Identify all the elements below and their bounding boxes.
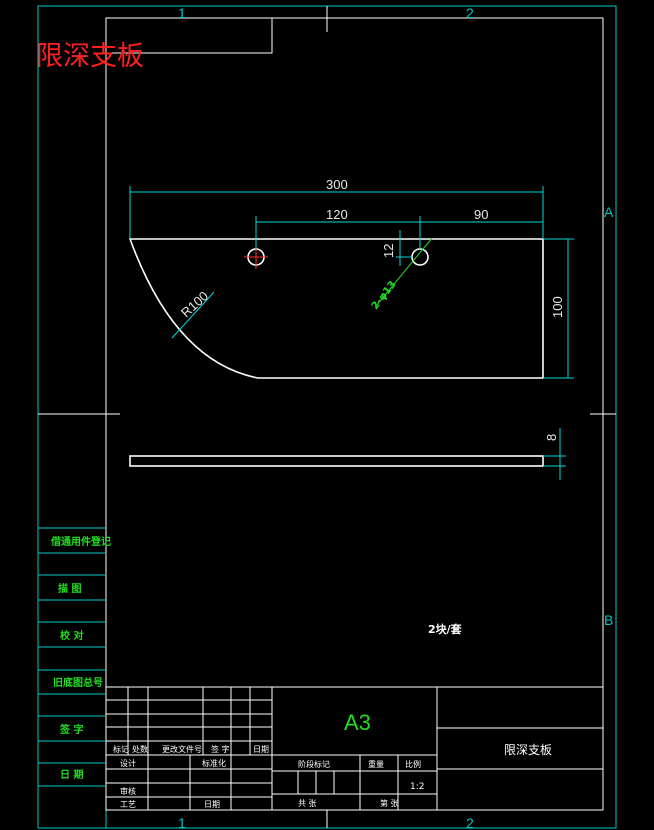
rev-header-mark: 标记 bbox=[113, 744, 129, 754]
hole-callout: 2-φ13 bbox=[370, 279, 399, 312]
tb-sheet: 第 张 bbox=[380, 798, 399, 808]
rev-header-date: 日期 bbox=[253, 745, 269, 754]
side-label-sign: 签 字 bbox=[59, 723, 83, 736]
title-block bbox=[106, 686, 603, 810]
rev-header-file: 更改文件号 bbox=[162, 744, 202, 754]
dim-text-120: 120 bbox=[326, 207, 348, 222]
radius-leader bbox=[171, 291, 215, 339]
zone-column-1: 1 bbox=[178, 5, 186, 21]
tb-stage-mark: 阶段标记 bbox=[298, 759, 330, 769]
tb-standard: 标准化 bbox=[202, 758, 226, 768]
quantity-note: 2块/套 bbox=[428, 622, 463, 636]
outer-frame bbox=[37, 5, 617, 829]
tb-total: 共 张 bbox=[298, 799, 317, 808]
drawing-title: 限深支板 bbox=[36, 41, 144, 72]
hole-right bbox=[411, 248, 429, 266]
zone-column-2-bottom: 2 bbox=[466, 815, 474, 830]
plate-side-view bbox=[129, 455, 544, 467]
side-label-date: 日 期 bbox=[60, 768, 83, 781]
sheet-size: A3 bbox=[344, 710, 371, 735]
zone-column-2: 2 bbox=[466, 5, 474, 21]
tb-approve: 日期 bbox=[204, 800, 220, 809]
side-label-check: 校 对 bbox=[60, 629, 83, 642]
plate-outline bbox=[128, 238, 544, 379]
dim-text-12: 12 bbox=[381, 244, 396, 258]
zone-row-b: B bbox=[604, 612, 613, 628]
dim-text-300: 300 bbox=[326, 177, 348, 192]
hole-leader bbox=[375, 237, 433, 307]
side-label-old-drawing: 旧底图总号 bbox=[53, 676, 103, 689]
part-name: 限深支板 bbox=[504, 743, 552, 757]
side-label-trace: 描 图 bbox=[58, 582, 81, 595]
title-box bbox=[106, 18, 273, 54]
dim-text-r100: R100 bbox=[178, 288, 211, 320]
tb-weight: 重量 bbox=[368, 759, 384, 769]
zone-column-1-bottom: 1 bbox=[178, 815, 186, 830]
zone-row-a: A bbox=[604, 204, 614, 220]
rev-header-sign: 签 字 bbox=[211, 744, 230, 754]
tb-review: 审核 bbox=[120, 786, 136, 796]
dim-text-8: 8 bbox=[544, 434, 559, 441]
tb-scale-value: 1:2 bbox=[410, 782, 424, 792]
tb-process: 工艺 bbox=[120, 800, 136, 809]
inner-frame bbox=[105, 17, 604, 811]
side-label-borrow: 借通用件登记 bbox=[50, 535, 111, 548]
dim-text-100: 100 bbox=[550, 296, 565, 318]
tb-design: 设计 bbox=[120, 758, 136, 768]
rev-header-count: 处数 bbox=[132, 744, 148, 754]
dim-text-90: 90 bbox=[474, 207, 488, 222]
tb-ratio: 比例 bbox=[405, 759, 421, 769]
